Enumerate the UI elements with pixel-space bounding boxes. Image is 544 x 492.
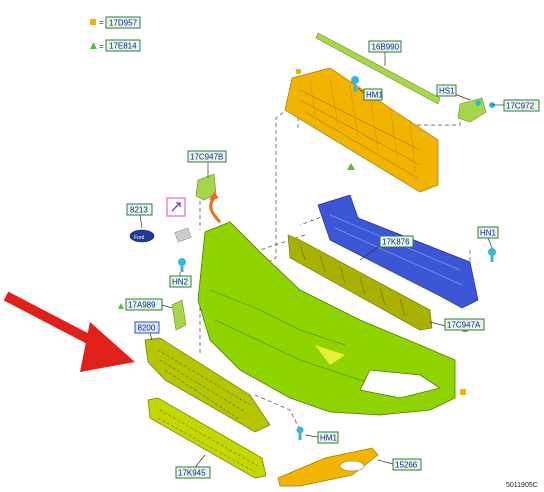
label-17k945: 17K945	[178, 469, 206, 478]
label-box-8213	[126, 203, 153, 216]
upper-bracket	[284, 67, 439, 193]
legend-box-triangle	[105, 39, 141, 52]
label-hm1-top: HM1	[366, 91, 383, 100]
label-17c972: 17C972	[506, 102, 535, 111]
label-8200: 8200	[138, 324, 156, 333]
label-8213: 8213	[130, 206, 148, 215]
label-box-17a989	[125, 298, 163, 311]
label-box-hn2	[169, 275, 192, 288]
emblem-bracket	[174, 227, 192, 243]
sensor-wire	[209, 192, 222, 224]
fasteners	[178, 76, 496, 440]
energy-absorber	[287, 234, 433, 331]
part-labels: 16B990 HM1 HS1 17C972 17C947B 8213 17K87…	[118, 40, 540, 479]
label-hm1-bottom: HM1	[320, 434, 337, 443]
clip-icon-hm1-bottom	[296, 426, 304, 440]
legend-box-square	[105, 16, 141, 29]
legend-equals-2: =	[99, 42, 104, 51]
legend-square-icon	[90, 19, 96, 25]
legend-triangle-code: 17E814	[109, 42, 137, 51]
legend-equals: =	[99, 18, 104, 27]
bracket-marker-triangle	[347, 163, 355, 170]
label-15266: 15266	[395, 461, 418, 470]
label-box-hm1-top	[363, 88, 383, 101]
clip-icon-hs1	[475, 100, 481, 106]
leader-lines	[139, 52, 504, 471]
upper-grille	[144, 337, 271, 433]
fog-lamp-bezel	[277, 447, 379, 487]
label-box-17k876	[379, 235, 414, 248]
label-box-17c947a	[444, 318, 485, 331]
red-arrow	[3, 291, 135, 372]
label-17a989: 17A989	[128, 301, 156, 310]
ford-emblem: Ford	[129, 229, 155, 243]
label-box-15266	[392, 458, 422, 471]
label-17a989-triangle-icon	[118, 303, 124, 309]
clip-icon-hn2	[178, 258, 186, 272]
bracket-marker-square	[296, 69, 301, 74]
legend: = 17D957 = 17E814	[90, 16, 141, 52]
label-hs1: HS1	[439, 87, 455, 96]
label-box-hn1	[477, 226, 499, 239]
pink-marker-box	[166, 197, 186, 217]
label-17c947b: 17C947B	[190, 153, 223, 162]
label-box-17k945	[175, 466, 211, 479]
legend-square-code: 17D957	[109, 19, 138, 28]
reinforcement-strip	[315, 32, 441, 105]
label-box-16b990	[368, 40, 402, 53]
bumper-cover	[118, 221, 468, 416]
label-16b990: 16B990	[372, 43, 400, 52]
bumper-beam	[317, 194, 479, 309]
label-hn1: HN1	[480, 229, 497, 238]
label-box-17c972	[503, 99, 540, 112]
bumper-marker-square	[460, 389, 466, 395]
legend-triangle-icon	[90, 42, 97, 49]
label-box-hs1	[436, 84, 457, 97]
clip-icon-hm1-top	[351, 76, 359, 92]
reference-number: 5011905C	[506, 482, 538, 489]
clip-icon-hn1	[488, 248, 496, 262]
label-box-17c947b	[187, 150, 227, 163]
small-bracket	[195, 173, 217, 201]
left-clip	[171, 299, 187, 331]
label-17c947a: 17C947A	[447, 321, 481, 330]
lower-grille	[147, 397, 267, 479]
svg-text:Ford: Ford	[134, 235, 145, 241]
label-17k876: 17K876	[382, 238, 410, 247]
label-box-hm1-bottom	[317, 431, 339, 444]
label-box-8200	[134, 321, 160, 334]
label-hn2: HN2	[172, 278, 189, 287]
